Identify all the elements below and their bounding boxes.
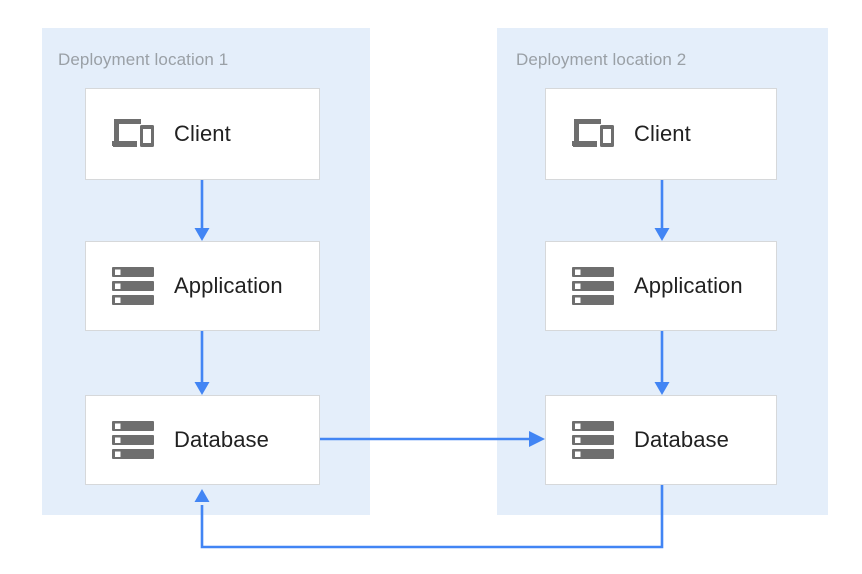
server-stack-icon bbox=[104, 411, 162, 469]
node-database-1[interactable]: Database bbox=[85, 395, 320, 485]
server-stack-icon bbox=[564, 411, 622, 469]
node-label: Client bbox=[634, 121, 691, 146]
node-application-2[interactable]: Application bbox=[545, 241, 777, 331]
node-label: Application bbox=[634, 273, 743, 298]
node-label: Application bbox=[174, 273, 283, 298]
node-client-1[interactable]: Client bbox=[85, 88, 320, 180]
server-stack-icon bbox=[564, 257, 622, 315]
node-label: Database bbox=[174, 427, 269, 452]
laptop-phone-icon bbox=[564, 105, 622, 163]
laptop-phone-icon bbox=[104, 105, 162, 163]
node-application-1[interactable]: Application bbox=[85, 241, 320, 331]
node-client-2[interactable]: Client bbox=[545, 88, 777, 180]
node-label: Client bbox=[174, 121, 231, 146]
server-stack-icon bbox=[104, 257, 162, 315]
deployment-zone-2-label: Deployment location 2 bbox=[516, 50, 687, 69]
node-database-2[interactable]: Database bbox=[545, 395, 777, 485]
deployment-zone-1-label: Deployment location 1 bbox=[58, 50, 229, 69]
node-label: Database bbox=[634, 427, 729, 452]
